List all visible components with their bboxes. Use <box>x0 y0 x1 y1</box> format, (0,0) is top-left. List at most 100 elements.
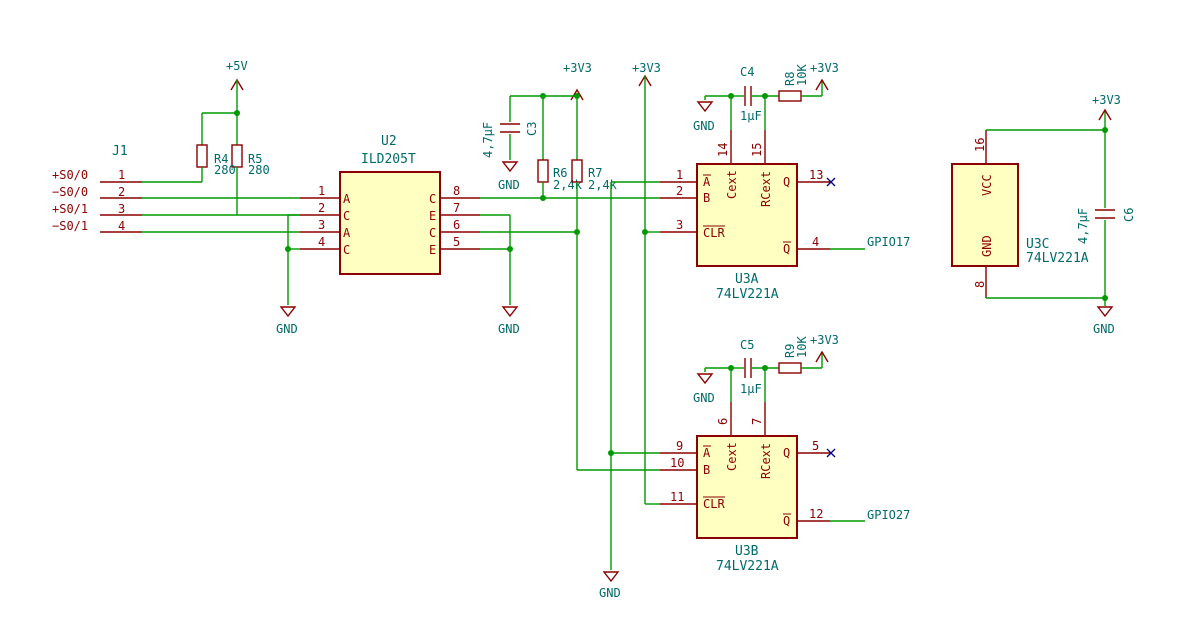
u2-pin-name-2: C <box>343 209 350 223</box>
u2-pin-num-6: 6 <box>453 218 460 232</box>
gnd-label-c3: GND <box>498 178 520 192</box>
c6-value: 4,7µF <box>1076 208 1090 244</box>
u3b-pin-num-q: 5 <box>812 439 819 453</box>
r9-ref: R9 <box>783 344 797 358</box>
u3a-pin-rcext: RCext <box>759 171 773 207</box>
u2-pin-num-1: 1 <box>318 184 325 198</box>
u3a-body <box>696 163 798 267</box>
power-3v3-label-clr: +3V3 <box>632 61 661 75</box>
resistor-r9 <box>778 362 802 374</box>
u2-pin-num-4: 4 <box>318 235 325 249</box>
u3b-pin-rcext: RCext <box>759 443 773 479</box>
power-3v3-label-r8: +3V3 <box>810 61 839 75</box>
monostable-u3b: 9 10 11 6 7 5 12 A B CLR Cext RCext Q Q … <box>660 402 830 574</box>
u3b-pin-num-rcext: 7 <box>750 418 764 425</box>
u3a-pin-num-b: 2 <box>676 184 683 198</box>
u3c-pin-num-gnd: 8 <box>973 281 987 288</box>
gnd-symbol-c5 <box>696 373 714 385</box>
j1-signal-1: +S0/0 <box>52 168 88 182</box>
gnd-label-c5: GND <box>693 391 715 405</box>
u3b-pin-num-qn: 12 <box>809 507 823 521</box>
net-label-gpio27: GPIO27 <box>867 508 910 522</box>
j1-signal-2: −S0/0 <box>52 185 88 199</box>
r5-value: 280 <box>248 163 270 177</box>
power-unit-u3c: 16 8 VCC GND U3C 74LV221A <box>951 130 1089 298</box>
r8-value: 10K <box>795 64 809 86</box>
u3a-pin-clr: CLR <box>703 226 725 240</box>
u2-pin-num-8: 8 <box>453 184 460 198</box>
u3a-pin-cext: Cext <box>725 170 739 199</box>
gnd-symbol-u2-left <box>279 306 297 318</box>
u2-pin-name-5: E <box>429 243 436 257</box>
optocoupler-u2: U2 ILD205T 1 2 3 4 A C A C 8 7 6 5 C E C… <box>300 134 480 275</box>
u3b-pin-qn: Q <box>783 514 790 528</box>
r7-value: 2,4k <box>588 178 618 192</box>
no-connect-u3b-q <box>826 448 836 458</box>
monostable-u3a: 1 2 3 14 15 13 4 A B CLR Cext RCext Q Q … <box>660 130 830 302</box>
u2-pin-name-4: C <box>343 243 350 257</box>
j1-signal-4: −S0/1 <box>52 219 88 233</box>
u3b-body <box>696 435 798 539</box>
r6-ref: R6 <box>553 166 567 180</box>
u2-pin-name-8: C <box>429 192 436 206</box>
u2-ref: U2 <box>381 134 397 149</box>
u3c-pin-num-vcc: 16 <box>973 138 987 152</box>
gnd-label-u3-a: GND <box>599 586 621 600</box>
j1-ref: J1 <box>112 144 128 159</box>
c3-value: 4,7µF <box>481 122 495 158</box>
r4-r5-network: +5V R4 280 R5 280 <box>142 59 270 216</box>
resistor-r4 <box>196 144 208 168</box>
u2-pin-num-7: 7 <box>453 201 460 215</box>
gnd-label-c6: GND <box>1093 322 1115 336</box>
u3c-body <box>951 163 1019 267</box>
net-label-gpio17: GPIO17 <box>867 235 910 249</box>
u3a-pin-num-qn: 4 <box>812 235 819 249</box>
j1-pin-3: 3 <box>118 202 125 216</box>
j1-pin-4: 4 <box>118 219 125 233</box>
r4-ref: R4 <box>214 152 228 166</box>
c4-ref: C4 <box>740 65 754 79</box>
u2-body <box>339 171 441 275</box>
no-connect-u3a-q <box>826 177 836 187</box>
j1-pin-2: 2 <box>118 185 125 199</box>
gnd-label-c4: GND <box>693 119 715 133</box>
c3-ref: C3 <box>525 122 539 136</box>
r5-ref: R5 <box>248 152 262 166</box>
gnd-label-u2-left: GND <box>276 322 298 336</box>
u3a-pin-num-cext: 14 <box>716 143 730 157</box>
u2-pin-name-3: A <box>343 226 351 240</box>
r8-ref: R8 <box>783 72 797 86</box>
gnd-symbol-c3 <box>501 161 519 173</box>
gnd-symbol-c4 <box>696 101 714 113</box>
u3b-pin-clr: CLR <box>703 497 725 511</box>
power-3v3-label-r9: +3V3 <box>810 333 839 347</box>
u3a-pin-num-a: 1 <box>676 168 683 182</box>
c5-value: 1µF <box>740 382 762 396</box>
u3b-part: 74LV221A <box>716 559 779 574</box>
u3b-pin-num-cext: 6 <box>716 418 730 425</box>
u3c-ref: U3C <box>1026 237 1049 252</box>
r6-value: 2,4k <box>553 178 583 192</box>
gnd-symbol-u2-right <box>501 306 519 318</box>
u3c-part: 74LV221A <box>1026 251 1089 266</box>
u2-part: ILD205T <box>361 152 416 167</box>
r4-value: 280 <box>214 163 236 177</box>
u2-pin-name-7: E <box>429 209 436 223</box>
c5-ref: C5 <box>740 338 754 352</box>
u3b-pin-q: Q <box>783 446 790 460</box>
power-3v3-arrow-r9 <box>815 350 829 363</box>
u2-pin-num-5: 5 <box>453 235 460 249</box>
u3b-pin-num-a: 9 <box>676 439 683 453</box>
u3b-pin-num-b: 10 <box>670 456 684 470</box>
gnd-label-u2-right: GND <box>498 322 520 336</box>
u3b-ref: U3B <box>735 544 759 559</box>
u3b-pin-b: B <box>703 463 710 477</box>
u3c-pin-gnd: GND <box>980 235 994 257</box>
resistor-r6 <box>537 159 549 183</box>
u3a-part: 74LV221A <box>716 287 779 302</box>
power-3v3-label-r6r7: +3V3 <box>563 61 592 75</box>
u2-pin-num-3: 3 <box>318 218 325 232</box>
connector-j1: J1 +S0/0 −S0/0 +S0/1 −S0/1 1 2 3 4 <box>52 144 142 233</box>
